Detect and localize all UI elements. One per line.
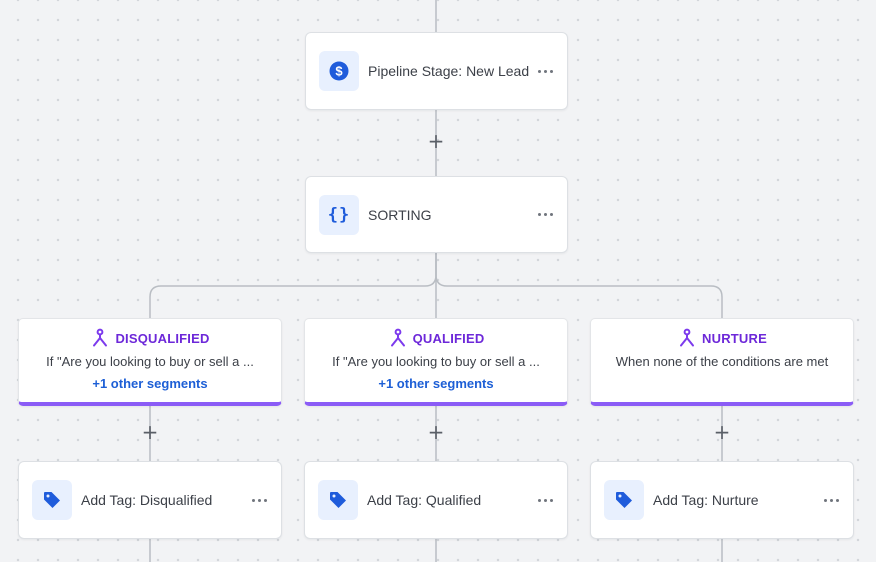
node-icon-container [32, 480, 72, 520]
action-node-add-tag-qualified[interactable]: Add Tag: Qualified [304, 461, 568, 539]
curly-braces-icon: {} [327, 204, 351, 225]
more-horizontal-icon [537, 498, 553, 502]
branch-card-nurture[interactable]: NURTURE When none of the conditions are … [590, 318, 854, 406]
tag-icon [330, 492, 346, 508]
split-branch-icon [680, 328, 695, 347]
node-more-menu-button[interactable] [531, 205, 559, 225]
node-label: Pipeline Stage: New Lead [368, 63, 530, 79]
other-segments-link[interactable]: +1 other segments [378, 376, 494, 391]
node-icon-container [318, 480, 358, 520]
svg-text:$: $ [335, 64, 343, 79]
tag-icon [44, 492, 60, 508]
node-more-menu-button[interactable] [817, 490, 845, 510]
other-segments-link[interactable]: +1 other segments [92, 376, 208, 391]
add-step-button-disqualified[interactable]: + [141, 420, 159, 444]
node-label: Add Tag: Qualified [367, 492, 482, 508]
node-label: Add Tag: Nurture [653, 492, 759, 508]
action-node-sorting[interactable]: {} SORTING [305, 176, 568, 253]
branch-condition: When none of the conditions are met [615, 354, 829, 369]
node-icon-container: $ [319, 51, 359, 91]
tag-icon [616, 492, 632, 508]
branch-title: NURTURE [702, 330, 767, 346]
action-node-pipeline-stage[interactable]: $ Pipeline Stage: New Lead [305, 32, 568, 110]
connector-branch-right [435, 253, 723, 318]
branch-title: DISQUALIFIED [115, 330, 210, 346]
add-step-button-nurture[interactable]: + [713, 420, 731, 444]
dollar-circle-icon: $ [329, 61, 349, 81]
more-horizontal-icon [537, 69, 553, 73]
node-more-menu-button[interactable] [531, 61, 559, 81]
more-horizontal-icon [251, 498, 267, 502]
node-label: Add Tag: Disqualified [81, 492, 213, 508]
node-icon-container [604, 480, 644, 520]
more-horizontal-icon [537, 213, 553, 216]
branch-condition: If "Are you looking to buy or sell a ... [332, 354, 540, 369]
branch-card-qualified[interactable]: QUALIFIED If "Are you looking to buy or … [304, 318, 568, 406]
add-step-button-qualified[interactable]: + [427, 420, 445, 444]
node-more-menu-button[interactable] [245, 490, 273, 510]
split-branch-icon [390, 328, 405, 347]
action-node-add-tag-disqualified[interactable]: Add Tag: Disqualified [18, 461, 282, 539]
node-label: SORTING [368, 206, 432, 223]
branch-condition: If "Are you looking to buy or sell a ... [46, 354, 254, 369]
node-icon-container: {} [319, 194, 359, 235]
node-more-menu-button[interactable] [531, 490, 559, 510]
add-step-button-after-pipeline[interactable]: + [427, 129, 445, 153]
connector-branch-left [149, 253, 437, 318]
action-node-add-tag-nurture[interactable]: Add Tag: Nurture [590, 461, 854, 539]
branch-card-disqualified[interactable]: DISQUALIFIED If "Are you looking to buy … [18, 318, 282, 406]
branch-title: QUALIFIED [412, 330, 485, 346]
split-branch-icon [93, 328, 108, 347]
more-horizontal-icon [823, 498, 839, 502]
